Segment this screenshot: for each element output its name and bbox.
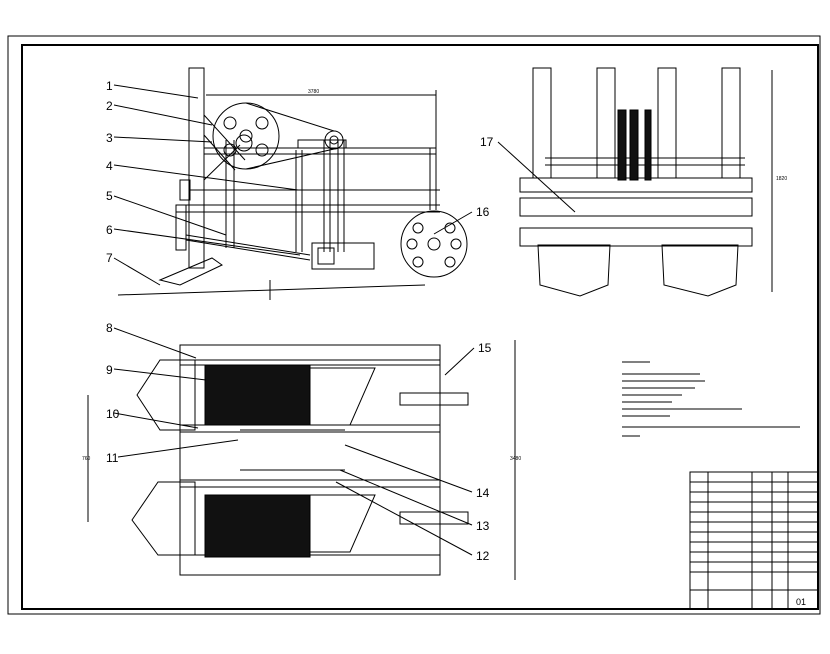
callout-1: 1 bbox=[106, 79, 113, 93]
outer-border bbox=[7, 35, 821, 615]
callouts: 1 2 3 4 5 6 7 8 9 10 11 12 13 14 15 16 bbox=[106, 79, 576, 563]
callout-7: 7 bbox=[106, 251, 113, 265]
callout-8: 8 bbox=[106, 321, 113, 335]
callout-5: 5 bbox=[106, 189, 113, 203]
dim-plan-length: 3480 bbox=[510, 456, 521, 462]
dim-front-height: 1820 bbox=[776, 176, 787, 182]
front-view: 1820 bbox=[519, 67, 787, 297]
callout-11: 11 bbox=[106, 451, 119, 465]
dim-side-length: 3780 bbox=[308, 89, 319, 95]
callout-16: 16 bbox=[476, 205, 490, 219]
callout-4: 4 bbox=[106, 159, 113, 173]
callout-13: 13 bbox=[476, 519, 490, 533]
callout-12: 12 bbox=[476, 549, 490, 563]
callout-17: 17 bbox=[480, 135, 494, 149]
inner-border bbox=[21, 44, 819, 610]
callout-2: 2 bbox=[106, 99, 113, 113]
callout-3: 3 bbox=[106, 131, 113, 145]
callout-10: 10 bbox=[106, 407, 120, 421]
callout-15: 15 bbox=[478, 341, 492, 355]
dim-plan-width: 760 bbox=[82, 456, 91, 462]
plan-view: 3480 760 bbox=[82, 340, 521, 580]
title-block: 01 bbox=[689, 471, 819, 610]
technical-notes bbox=[622, 361, 800, 437]
callout-6: 6 bbox=[106, 223, 113, 237]
callout-9: 9 bbox=[106, 363, 113, 377]
side-view: 3780 bbox=[117, 67, 468, 300]
sheet-number: 01 bbox=[796, 597, 806, 607]
callout-14: 14 bbox=[476, 486, 490, 500]
